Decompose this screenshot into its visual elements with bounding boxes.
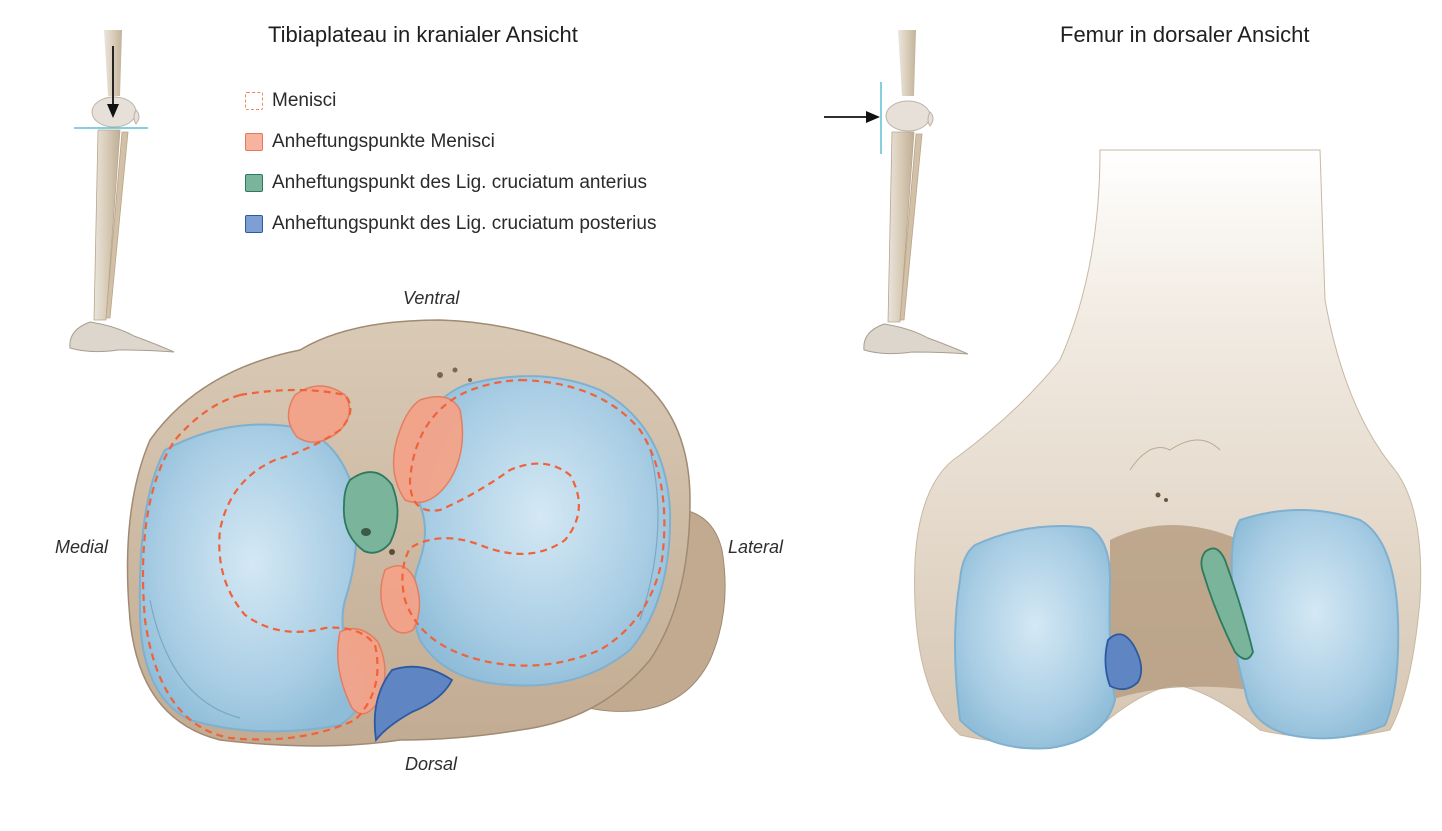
- medial-meniscus-outline: [141, 388, 379, 741]
- leg-figure-right: [824, 30, 969, 355]
- acl-attachment-femur: [1200, 547, 1254, 660]
- pcl-attachment-femur: [1104, 633, 1143, 691]
- femur-title: Femur in dorsaler Ansicht: [1060, 22, 1310, 47]
- legend-swatch-pcl: [245, 214, 263, 233]
- label-medial: Medial: [55, 537, 109, 557]
- legend-swatch-meniscus-attachments: [245, 132, 263, 151]
- legend-swatch-menisci: [245, 91, 263, 110]
- acl-attachment-tibia: [342, 471, 399, 554]
- label-dorsal: Dorsal: [405, 754, 458, 774]
- femur-dorsal: [914, 149, 1422, 750]
- legend-label-menisci: Menisci: [272, 89, 337, 111]
- tibia-title: Tibiaplateau in kranialer Ansicht: [268, 22, 578, 47]
- legend-label-pcl: Anheftungspunkt des Lig. cruciatum poste…: [272, 212, 657, 234]
- legend-label-meniscus-attachments: Anheftungspunkte Menisci: [272, 130, 495, 152]
- label-lateral: Lateral: [728, 537, 784, 557]
- legend-item-pcl-attachment: Anheftungspunkt des Lig. cruciatum poste…: [245, 203, 656, 244]
- legend-item-acl-attachment: Anheftungspunkt des Lig. cruciatum anter…: [245, 162, 656, 203]
- legend-label-acl: Anheftungspunkt des Lig. cruciatum anter…: [272, 171, 647, 193]
- lateral-meniscus-outline: [401, 378, 666, 667]
- legend-item-menisci: Menisci: [245, 80, 656, 121]
- legend: Menisci Anheftungspunkte Menisci Anheftu…: [245, 80, 656, 244]
- legend-swatch-acl: [245, 173, 263, 192]
- label-ventral: Ventral: [403, 288, 460, 308]
- leg-figure-left: [69, 30, 175, 353]
- pcl-attachment-tibia: [373, 665, 454, 743]
- tibia-plateau: [126, 319, 726, 747]
- legend-item-meniscus-attachments: Anheftungspunkte Menisci: [245, 121, 656, 162]
